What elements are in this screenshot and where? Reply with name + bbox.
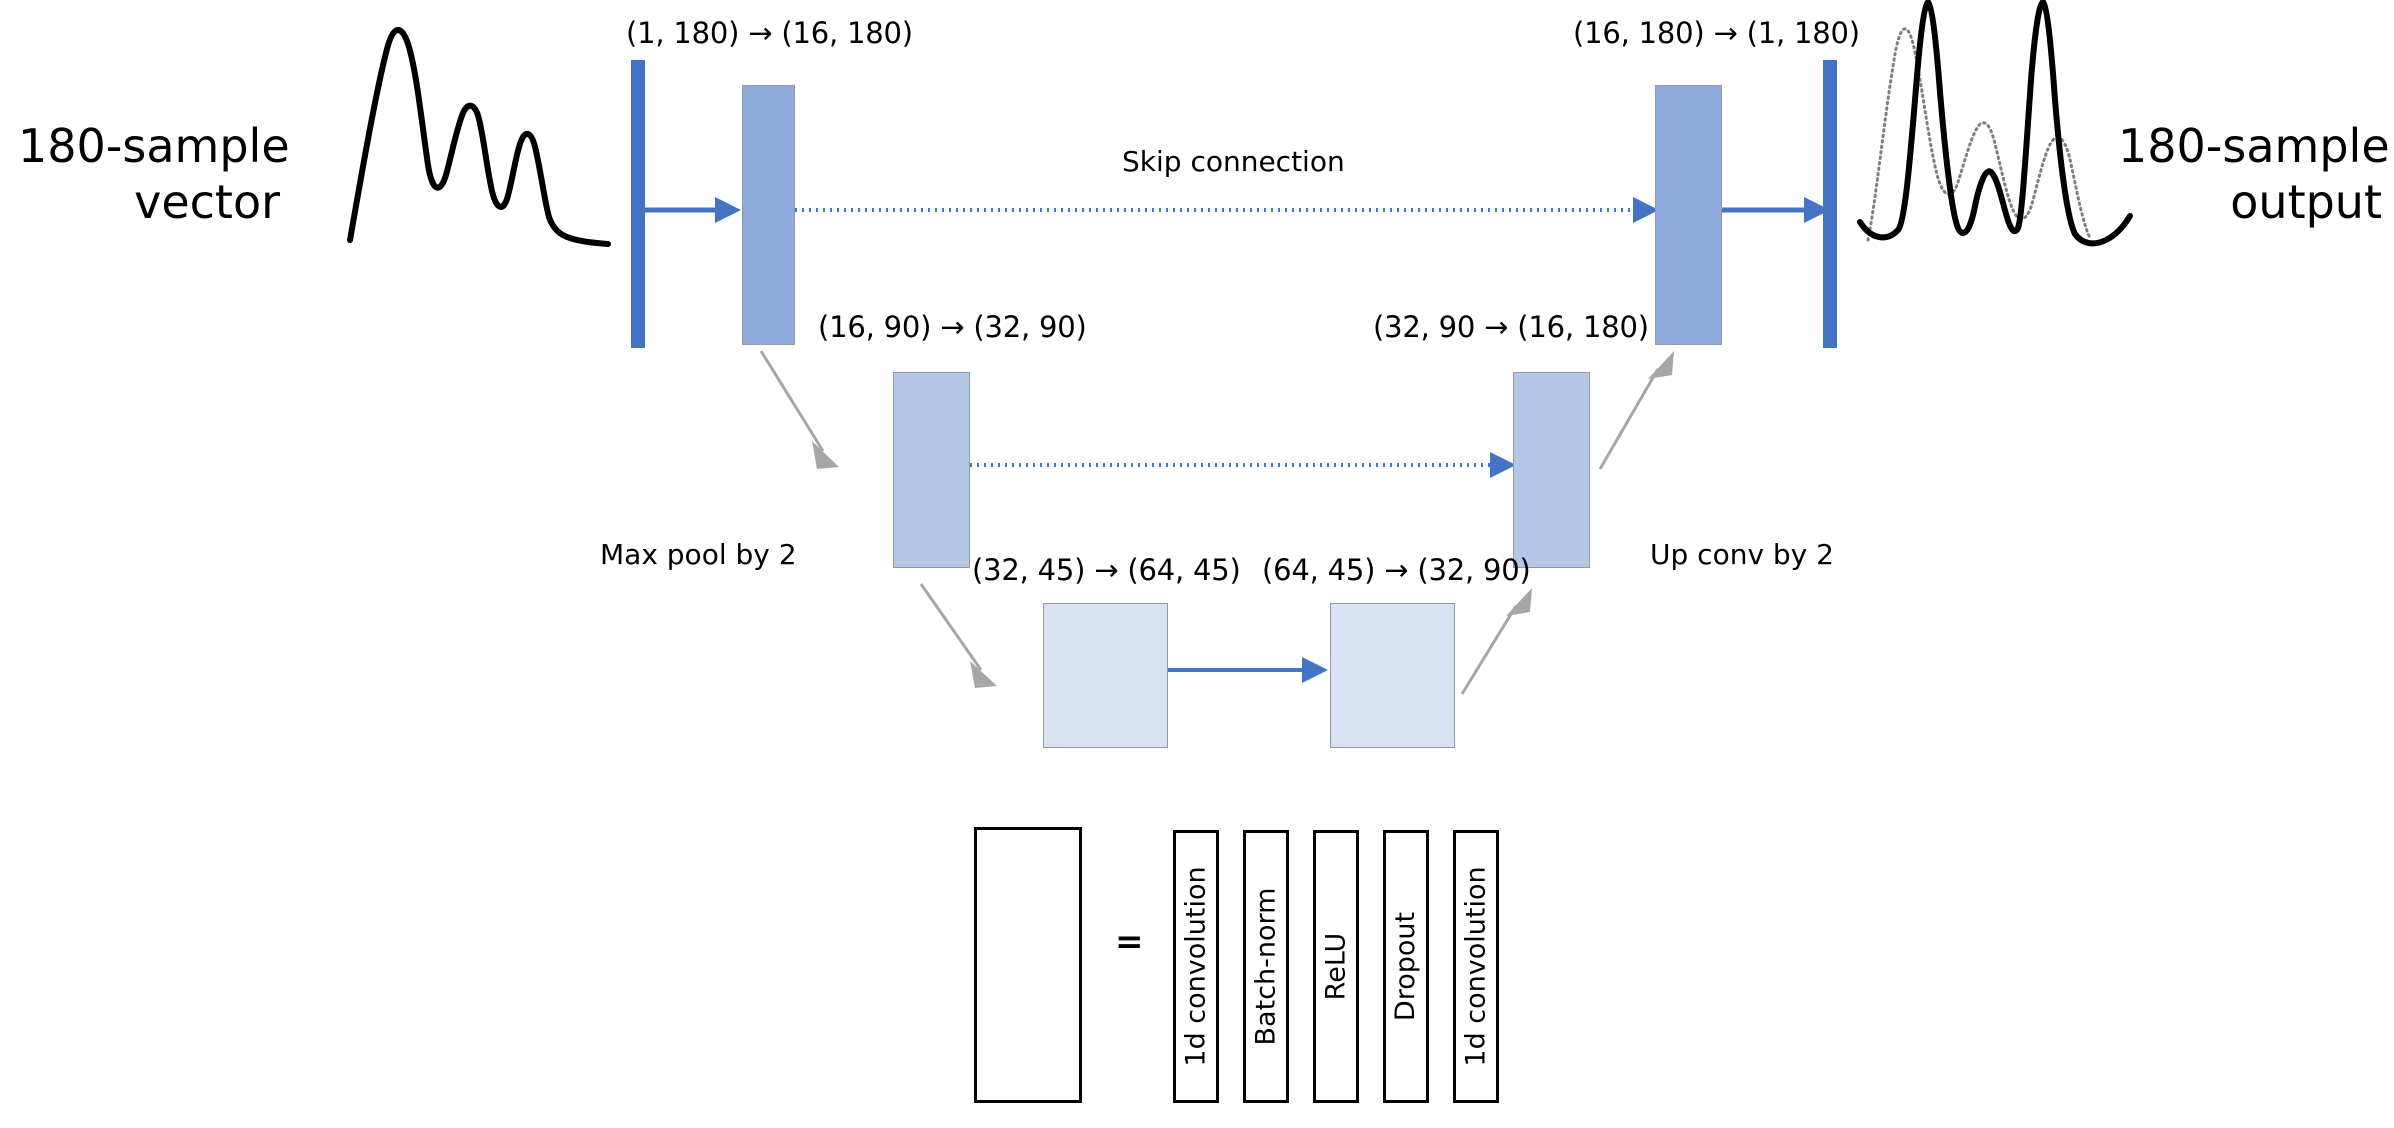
shape-label-dec2: (32, 90 → (16, 180): [1373, 310, 1649, 344]
encoder-block-level2: [893, 372, 970, 568]
upconv-label: Up conv by 2: [1650, 538, 1834, 571]
output-label-line1: 180-sample: [2118, 119, 2390, 173]
output-waveform: [1857, 0, 2160, 247]
legend-cell-label: 1d convolution: [1460, 866, 1492, 1067]
input-waveform: [330, 5, 620, 250]
maxpool-arrow-level2: [915, 578, 1025, 698]
legend-cell-1d-convolution-first: 1d convolution: [1173, 830, 1219, 1103]
input-label: 180-sample vector: [18, 118, 290, 230]
legend-cell-label: 1d convolution: [1180, 866, 1212, 1067]
decoder-block-level2: [1513, 372, 1590, 568]
decoder-block-level3: [1330, 603, 1455, 748]
upconv-arrow-level2: [1458, 578, 1578, 700]
legend-cell-1d-convolution-second: 1d convolution: [1453, 830, 1499, 1103]
output-label-line2: output: [2230, 175, 2382, 230]
upconv-arrow-level1: [1596, 345, 1716, 475]
shape-label-dec1: (16, 180) → (1, 180): [1573, 16, 1860, 50]
shape-label-dec3: (64, 45) → (32, 90): [1262, 553, 1531, 587]
arrow-bottleneck: [1168, 650, 1332, 690]
decoder-block-level1: [1655, 85, 1722, 345]
legend-block-glyph: [974, 827, 1082, 1103]
encoder-block-level1: [742, 85, 795, 345]
legend-cell-batch-norm: Batch-norm: [1243, 830, 1289, 1103]
maxpool-label: Max pool by 2: [600, 538, 797, 571]
legend-cell-label: Batch-norm: [1250, 887, 1282, 1046]
arrow-dec1-to-output: [1722, 190, 1834, 230]
legend-cell-dropout: Dropout: [1383, 830, 1429, 1103]
output-vector-bar: [1823, 60, 1837, 348]
input-vector-bar: [631, 60, 645, 348]
input-label-line1: 180-sample: [18, 119, 290, 173]
skip-connection-label: Skip connection: [1122, 145, 1345, 178]
maxpool-arrow-level1: [755, 345, 865, 475]
encoder-block-level3: [1043, 603, 1168, 748]
skip-connection-level2: [970, 445, 1520, 485]
skip-connection-level1: [795, 190, 1663, 230]
shape-label-enc1: (1, 180) → (16, 180): [626, 16, 913, 50]
legend-equals-sign: =: [1115, 922, 1144, 962]
output-label: 180-sample output: [2118, 118, 2390, 230]
shape-label-enc3: (32, 45) → (64, 45): [972, 553, 1241, 587]
legend-cell-label: Dropout: [1390, 911, 1422, 1022]
shape-label-enc2: (16, 90) → (32, 90): [818, 310, 1087, 344]
input-label-line2: vector: [134, 175, 280, 230]
legend-cell-relu: ReLU: [1313, 830, 1359, 1103]
arrow-input-to-enc1: [645, 190, 745, 230]
legend-cell-label: ReLU: [1320, 932, 1352, 1001]
